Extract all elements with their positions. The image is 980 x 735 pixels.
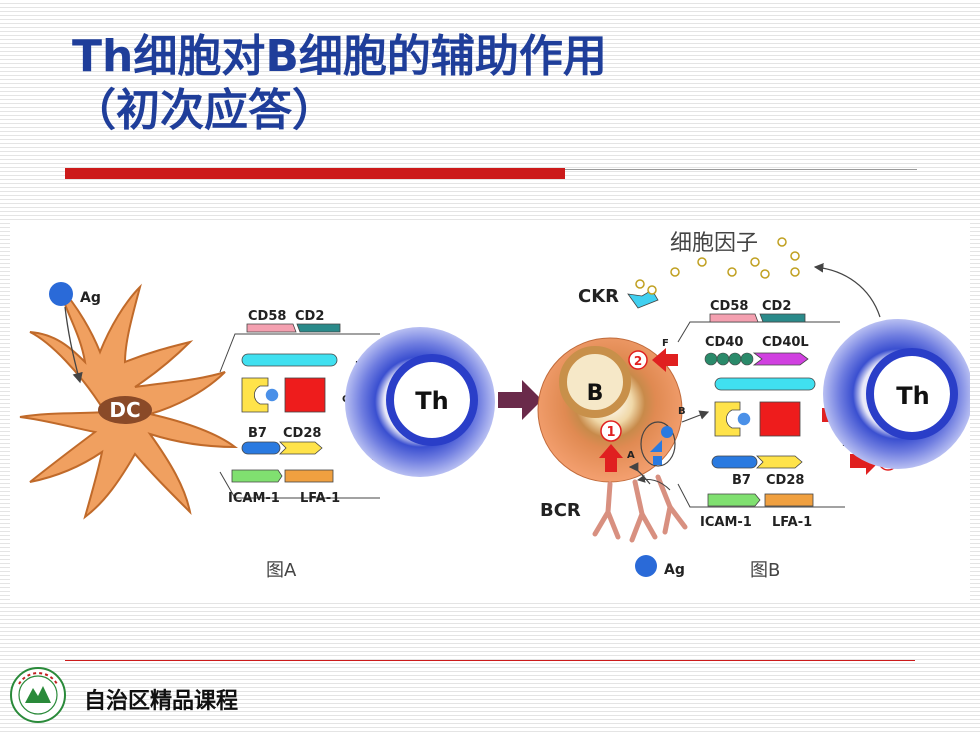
- cyan-molecule-a: [241, 353, 338, 367]
- cd2-label-b: CD2: [762, 299, 791, 314]
- th-nucleus-ring-a: [386, 354, 478, 446]
- antigen-fragment-square: [653, 456, 662, 465]
- dc-nucleus: [98, 396, 152, 424]
- b7-label-b: B7: [732, 473, 751, 488]
- title-line-1: Th细胞对B细胞的辅助作用: [72, 31, 607, 82]
- university-seal-icon: [10, 667, 66, 723]
- th-label-a: Th: [415, 387, 448, 415]
- ag-label-b: Ag: [664, 562, 685, 578]
- cd58-molecule-a: [246, 323, 297, 333]
- icam1-label-b: ICAM-1: [700, 515, 752, 530]
- step-2-marker-left: [628, 350, 648, 370]
- figure-a: DC Ag CD58 CD2 E C B7 CD28 D ICAM-1 LFA-…: [19, 282, 495, 581]
- presentation-arrow: [681, 410, 710, 423]
- antigen-arrow-a: [64, 306, 83, 384]
- membrane-line-a-bottom: [219, 471, 380, 499]
- cytokine-secretion-arrow: [813, 263, 881, 318]
- slide-title: Th细胞对B细胞的辅助作用 （初次应答）: [72, 30, 607, 138]
- bcr-label: BCR: [540, 500, 581, 521]
- cytokine-dots: [670, 237, 800, 279]
- membrane-line-b-top: [677, 321, 840, 343]
- th-nucleus-a: [394, 362, 470, 438]
- antigen-icon-b: [635, 555, 657, 577]
- cyan-molecule-b: [714, 377, 816, 391]
- cd58-label-b: CD58: [710, 299, 748, 314]
- antigen-fragment-circle: [661, 426, 673, 438]
- letter-b-b: B: [678, 406, 686, 417]
- b-nucleus: [559, 346, 631, 418]
- lfa1-molecule-a: [284, 469, 334, 483]
- cd28-molecule-a: [279, 441, 323, 455]
- lfa1-label-b: LFA-1: [772, 515, 812, 530]
- icam1-molecule-b: [707, 493, 761, 507]
- cd28-label-a: CD28: [283, 426, 321, 441]
- step-1-marker: [600, 420, 622, 442]
- lfa1-label-a: LFA-1: [300, 491, 340, 506]
- signal-arrow-a-b: [599, 444, 623, 472]
- caption-a: 图A: [266, 560, 297, 581]
- step-2-label-left: 2: [634, 354, 642, 368]
- title-line-2: （初次应答）: [72, 85, 336, 136]
- endosome: [640, 421, 676, 467]
- b7-molecule-b: [711, 455, 758, 469]
- lfa1-molecule-b: [764, 493, 814, 507]
- footer-course-label: 自治区精品课程: [84, 689, 239, 714]
- ag-label-a: Ag: [80, 290, 101, 306]
- cytokine-dot-1: [635, 279, 645, 289]
- cd40l-molecule: [752, 352, 809, 366]
- cd40-molecule: [704, 352, 754, 366]
- cd58-label-a: CD58: [248, 309, 286, 324]
- membrane-line-a-top: [219, 333, 380, 373]
- bcr-binding-arrow: [637, 474, 671, 491]
- diagram-panel: DC Ag CD58 CD2 E C B7 CD28 D ICAM-1 LFA-…: [10, 222, 970, 602]
- bcr-receptor: [592, 474, 688, 543]
- caption-b: 图B: [750, 560, 780, 581]
- b7-label-a: B7: [248, 426, 267, 441]
- mhc-molecule-a: [241, 377, 269, 413]
- title-underline-red: [65, 168, 565, 179]
- antigen-fragment-triangle: [650, 440, 662, 452]
- ckr-label: CKR: [578, 286, 619, 307]
- th-nucleus-b: [874, 356, 950, 432]
- cd2-label-a: CD2: [295, 309, 324, 324]
- title-underline-thin: [565, 169, 917, 170]
- membrane-line-b-bottom: [677, 483, 845, 508]
- cd40-label: CD40: [705, 335, 743, 350]
- b7-molecule-a: [241, 441, 281, 455]
- transition-arrow: [498, 380, 542, 420]
- th-label-b: Th: [896, 382, 929, 410]
- antigen-icon-a: [49, 282, 73, 306]
- cytokine-label: 细胞因子: [670, 231, 758, 256]
- cd2-molecule-a: [296, 323, 341, 333]
- th-nucleus-ring-b: [866, 348, 958, 440]
- tcr-molecule-b: [759, 401, 801, 437]
- b-label: B: [587, 381, 604, 406]
- cd28-molecule-b: [756, 455, 803, 469]
- icam1-molecule-a: [231, 469, 283, 483]
- internalization-arrow: [628, 462, 651, 485]
- cd58-molecule-b: [709, 313, 759, 323]
- cd40l-label: CD40L: [762, 335, 809, 350]
- peptide-icon-a: [264, 387, 280, 403]
- dc-label: DC: [109, 398, 140, 422]
- letter-f-b: F: [662, 338, 669, 349]
- cd2-molecule-b: [759, 313, 806, 323]
- letter-a-b: A: [627, 450, 635, 461]
- th-b-interaction-diagram: DC Ag CD58 CD2 E C B7 CD28 D ICAM-1 LFA-…: [19, 231, 970, 581]
- figure-b: B 1 A CKR 细胞因子 CD58 CD2 CD40: [537, 231, 970, 581]
- icam1-label-a: ICAM-1: [228, 491, 280, 506]
- footer-divider: [65, 660, 915, 661]
- mhc-molecule-b: [714, 401, 741, 437]
- signal-arrow-f-b: [652, 348, 678, 372]
- step-1-label: 1: [606, 425, 615, 440]
- cd28-label-b: CD28: [766, 473, 804, 488]
- cytokine-dot-2: [647, 285, 657, 295]
- tcr-molecule-a: [284, 377, 326, 413]
- peptide-icon-b: [736, 411, 752, 427]
